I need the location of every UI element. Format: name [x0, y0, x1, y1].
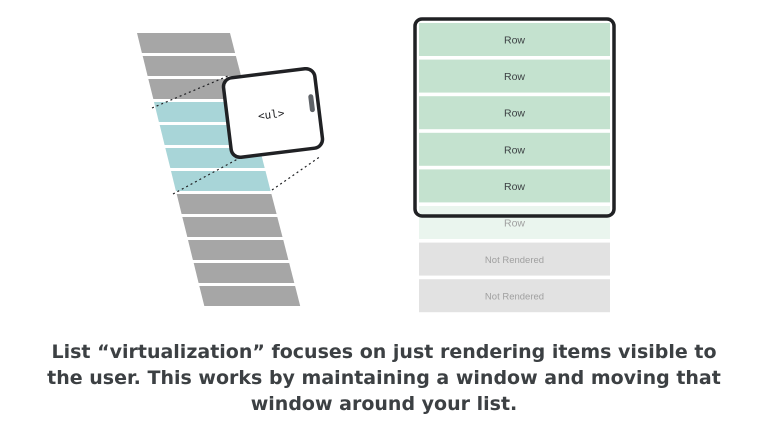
not-rendered-row [419, 279, 610, 313]
rendered-row [419, 96, 610, 130]
caption-line-2: the user. This works by maintaining a wi… [47, 367, 721, 389]
list-item [137, 33, 236, 53]
projection-line [271, 155, 322, 191]
window-tag-label: <ul> [257, 107, 285, 123]
viewport-frame [413, 17, 616, 218]
row-label: Row [504, 218, 525, 230]
row-label: Row [504, 35, 525, 47]
row-label: Not Rendered [485, 292, 544, 303]
row-label: Row [504, 108, 525, 120]
list-item [199, 286, 301, 306]
caption-line-1: List “virtualization” focuses on just re… [51, 341, 717, 363]
window-frame [221, 66, 325, 160]
list-item [176, 194, 277, 214]
list-item [182, 217, 283, 237]
scrollbar-thumb [308, 94, 315, 113]
projection-line [172, 153, 248, 195]
viewport-window: <ul> [221, 66, 325, 160]
rendered-row [419, 59, 610, 93]
not-rendered-row [419, 242, 610, 276]
full-list-illustration: <ul> [137, 33, 325, 306]
row-label: Not Rendered [485, 255, 544, 266]
visible-list-item [171, 171, 271, 191]
list-item [142, 56, 242, 76]
rendered-row [419, 23, 610, 56]
rendered-row [419, 169, 610, 203]
row-label: Row [504, 144, 525, 156]
caption-line-3: window around your list. [250, 393, 518, 415]
row-label: Row [504, 71, 525, 83]
projection-line [151, 75, 229, 109]
list-item [188, 240, 289, 260]
partial-row [419, 206, 610, 239]
caption: List “virtualization” focuses on just re… [20, 339, 748, 417]
row-label: Row [504, 181, 525, 193]
rendered-row [419, 132, 610, 166]
list-item [193, 263, 295, 283]
